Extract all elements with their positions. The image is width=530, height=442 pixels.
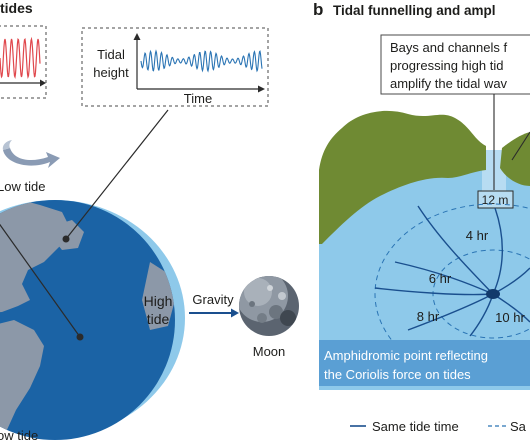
low-tide-label-top: Low tide (0, 179, 45, 194)
greenland (52, 220, 84, 250)
x-axis-label: Time (184, 91, 212, 106)
amphidromic-label-line1: Amphidromic point reflecting (324, 348, 488, 363)
rotation-arrow-icon (2, 140, 60, 168)
callout-box (380, 34, 530, 95)
panel-b-title: Tidal funnelling and ampl (333, 3, 496, 18)
hour-label-10: 10 hr (495, 310, 525, 325)
hour-label-4: 4 hr (466, 228, 489, 243)
pointer-dot-lower (76, 333, 84, 341)
co-tidal-8hr (407, 293, 494, 331)
co-tidal-4hr (417, 205, 494, 295)
callout-line2: progressing high tid (390, 58, 503, 73)
tidal-range-label: 12 m (482, 193, 509, 207)
red-tide-wave (0, 36, 41, 80)
pointer-dot-upper (62, 235, 70, 243)
coastline-east (500, 132, 530, 186)
legend-solid-label: Same tide time (372, 419, 459, 434)
europe-africa-edge (142, 262, 175, 330)
blue-tide-chart: Tidal height Time (81, 27, 269, 107)
panel-a-title: tides (0, 0, 33, 16)
hour-label-8: 8 hr (417, 309, 440, 324)
panel-b-letter: b (313, 0, 323, 19)
pointer-line-lower (0, 223, 81, 338)
red-chart-arrowhead (40, 79, 46, 87)
co-tidal-7hr (374, 287, 494, 296)
earth-landmasses (0, 200, 175, 440)
north-america (0, 200, 70, 316)
pointer-line-upper (65, 109, 169, 240)
blue-chart-frame (81, 27, 269, 107)
south-america (0, 320, 44, 440)
co-tidal-6hr (394, 261, 494, 295)
high-tide-label-line2: tide (147, 311, 170, 327)
gravity-arrowhead (231, 308, 239, 318)
gravity-label: Gravity (192, 292, 234, 307)
blue-chart-x-arrow (258, 85, 265, 93)
blue-chart-y-arrow (133, 33, 141, 40)
high-tide-label-line1: High (144, 293, 173, 309)
red-tide-chart (0, 25, 47, 99)
y-axis-label-line2: height (93, 65, 129, 80)
earth (0, 200, 175, 440)
low-tide-label-bottom: ow tide (0, 428, 38, 442)
amphidromic-label-box (319, 340, 530, 386)
callout-pointer-right (511, 131, 530, 161)
callout-line1: Bays and channels f (390, 40, 507, 55)
hour-label-6: 6 hr (429, 271, 452, 286)
legend-dashed-label: Sa (510, 419, 527, 434)
y-axis-label-line1: Tidal (97, 47, 125, 62)
co-tidal-2hr (492, 207, 503, 295)
blue-tide-wave (140, 49, 263, 73)
moon-label: Moon (253, 344, 286, 359)
moon (239, 276, 299, 336)
callout-line3: amplify the tidal wav (390, 76, 508, 91)
amphidromic-label-line2: the Coriolis force on tides (324, 367, 471, 382)
legend: Same tide time Sa (350, 419, 527, 434)
coastline-west (319, 110, 486, 244)
amphidromic-point (486, 289, 500, 299)
co-range-inner (432, 249, 530, 339)
